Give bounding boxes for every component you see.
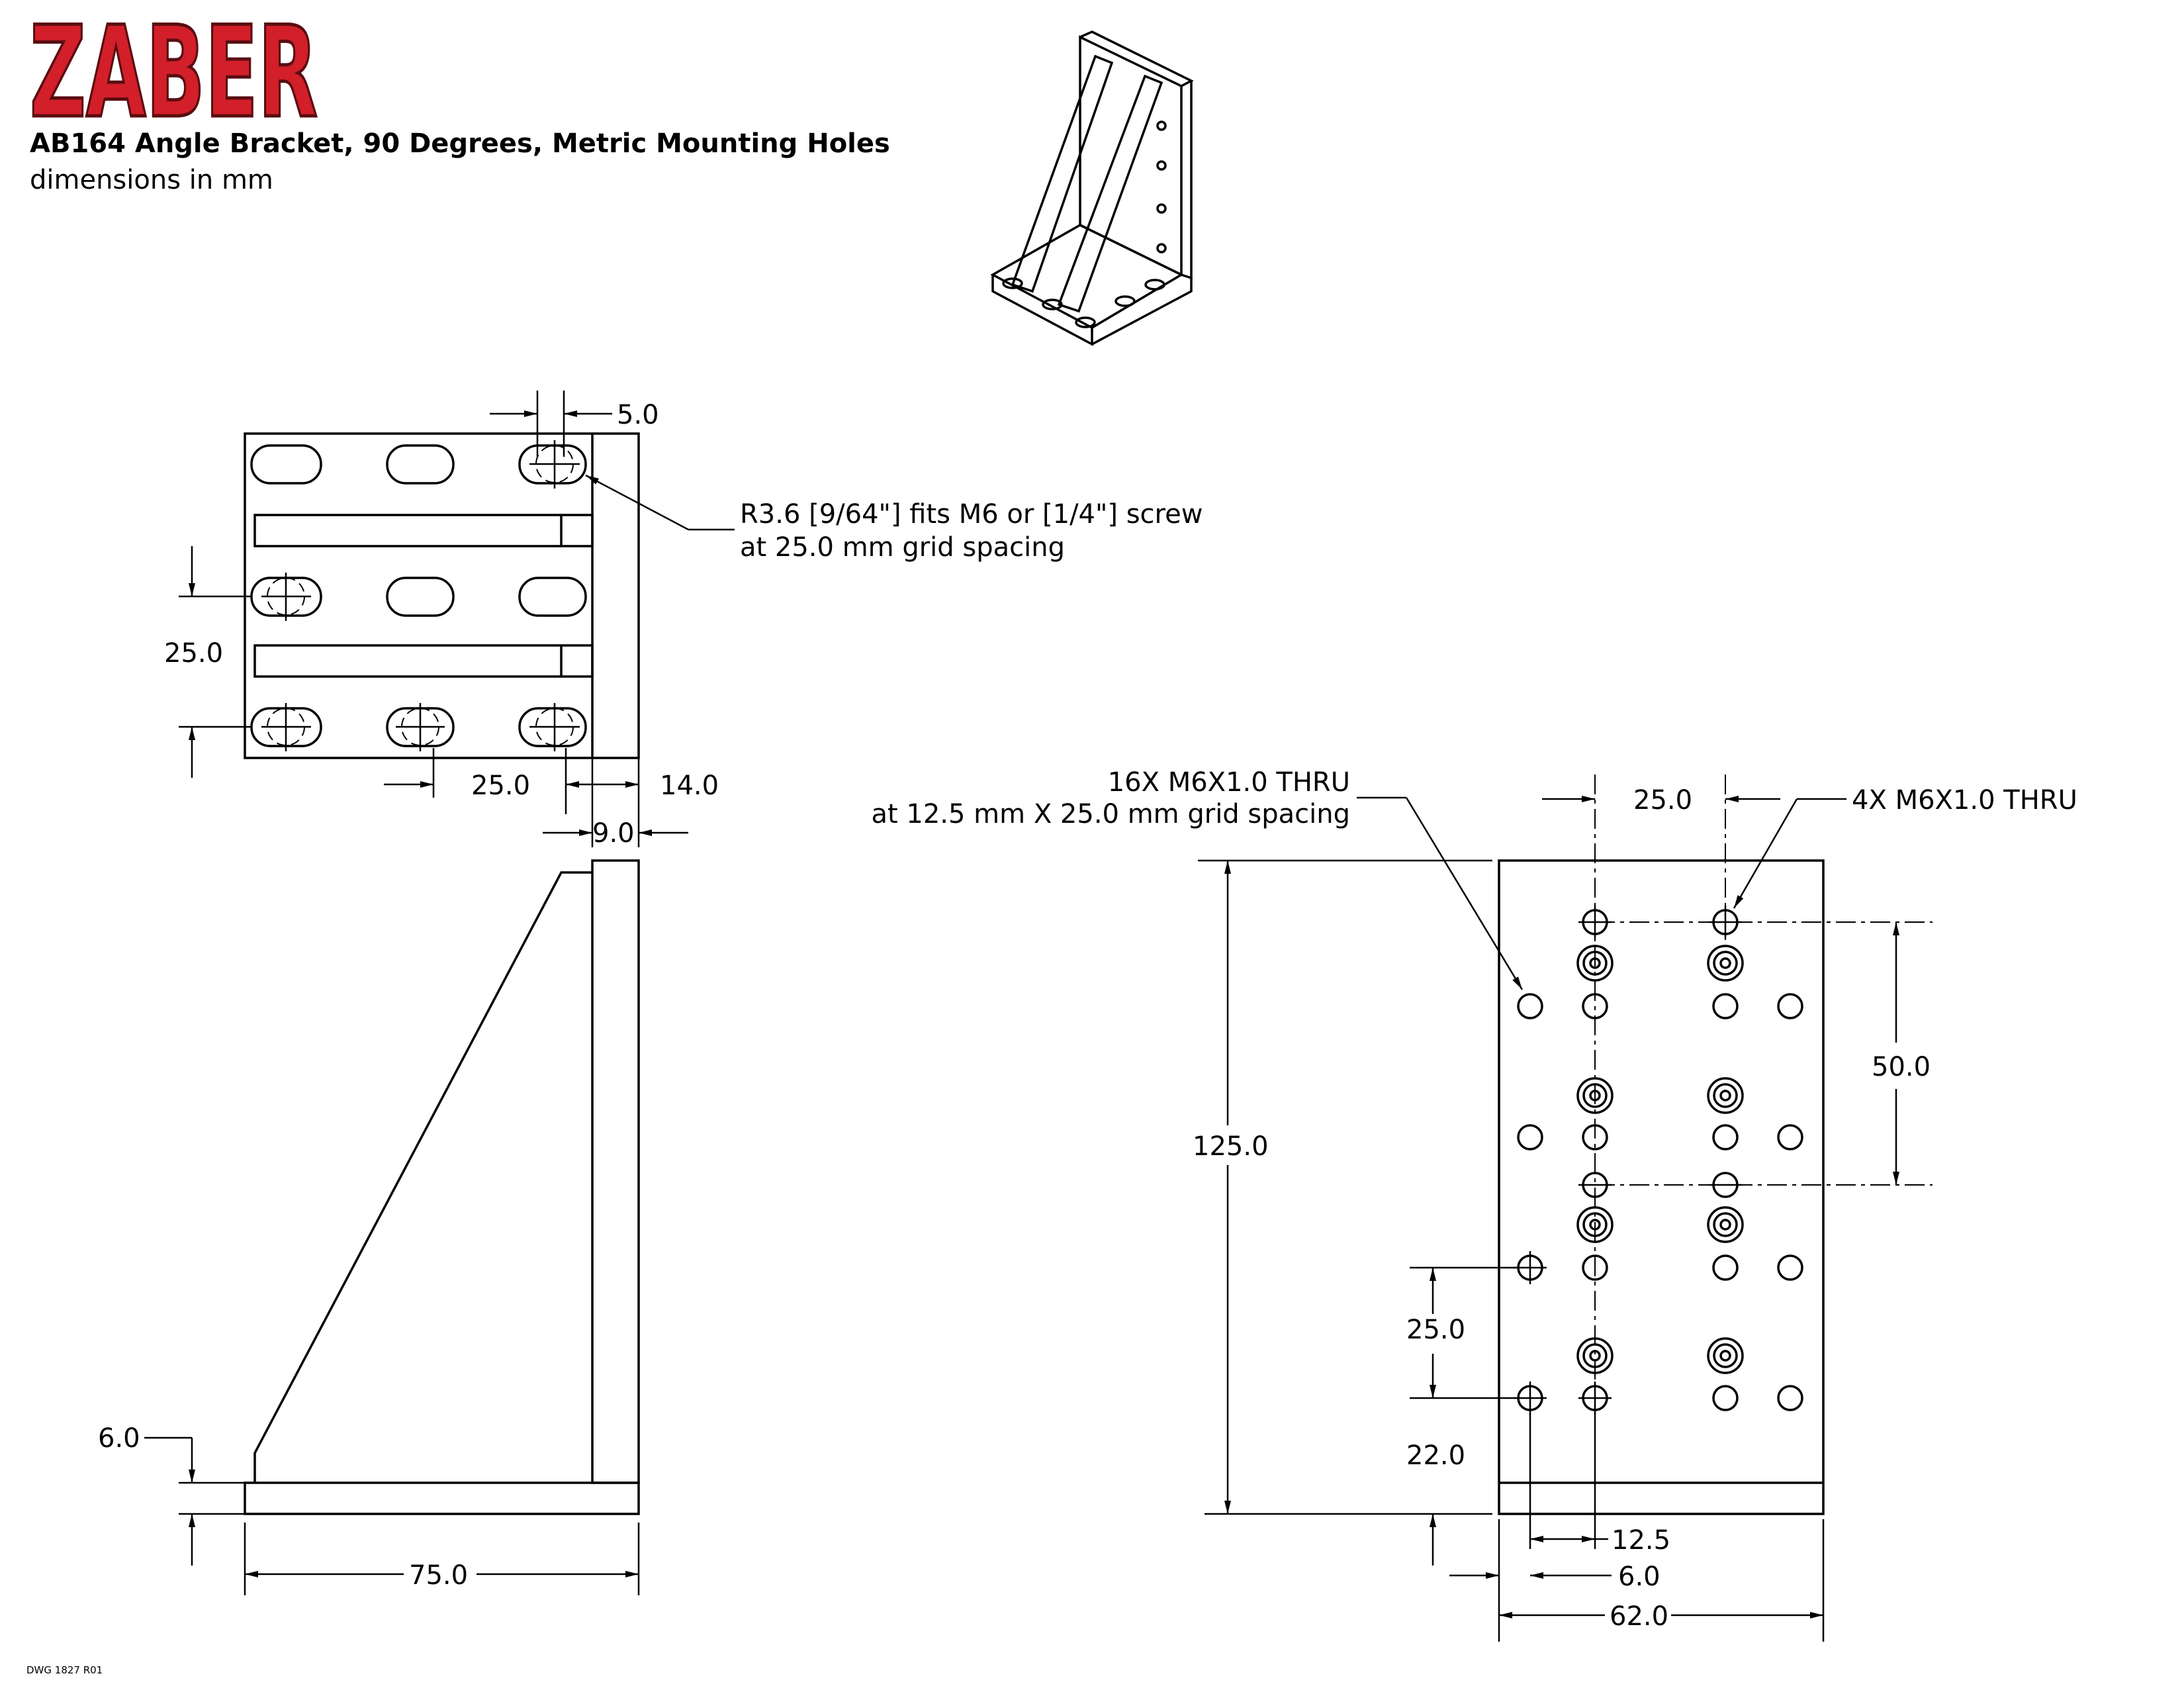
drawing-title: AB164 Angle Bracket, 90 Degrees, Metric …: [30, 128, 890, 159]
callout-4x-thread: 4X M6X1.0 THRU: [1852, 785, 2077, 816]
front-view: 16X M6X1.0 THRU at 12.5 mm X 25.0 mm gri…: [871, 767, 2077, 1642]
dim-top-pitch: 25.0: [1633, 785, 1692, 816]
dim-length: 75.0: [409, 1560, 468, 1591]
dim-wall-thickness: 14.0: [660, 771, 719, 801]
slot-radius-callout: R3.6 [9/64"] fits M6 or [1/4"] screw: [740, 499, 1203, 530]
screw-head: [1576, 945, 1744, 1374]
callout-16x-grid: at 12.5 mm X 25.0 mm grid spacing: [871, 799, 1350, 829]
dim-edge-offset: 6.0: [1618, 1562, 1661, 1592]
isometric-view: [990, 30, 1194, 346]
side-view: 6.0 75.0: [98, 859, 640, 1595]
dim-slot-width: 5.0: [617, 400, 659, 430]
zaber-logo: ZABER: [30, 0, 318, 146]
callout-16x-thread: 16X M6X1.0 THRU: [1108, 767, 1350, 798]
dim-vertical-pitch: 25.0: [164, 638, 223, 669]
top-view: 5.0 R3.6 [9/64"] fits M6 or [1/4"] screw…: [164, 391, 1203, 849]
dim-height: 125.0: [1193, 1131, 1269, 1162]
drawing-subtitle: dimensions in mm: [30, 165, 273, 195]
slot-grid-callout: at 25.0 mm grid spacing: [740, 532, 1065, 563]
dim-bottom-offset: 22.0: [1406, 1440, 1465, 1471]
mounting-hole: [1517, 909, 1803, 1411]
header: ZABER AB164 Angle Bracket, 90 Degrees, M…: [28, 0, 890, 195]
dim-horizontal-pitch: 25.0: [471, 771, 530, 801]
dim-half-pitch: 12.5: [1612, 1525, 1670, 1556]
drawing-number: DWG 1827 R01: [26, 1664, 103, 1676]
dim-grid-pitch: 25.0: [1406, 1315, 1465, 1345]
dim-hole-offset: 9.0: [592, 818, 635, 849]
dim-vertical-span: 50.0: [1872, 1052, 1931, 1082]
dim-width: 62.0: [1610, 1601, 1668, 1632]
dim-base-thickness: 6.0: [98, 1423, 140, 1454]
